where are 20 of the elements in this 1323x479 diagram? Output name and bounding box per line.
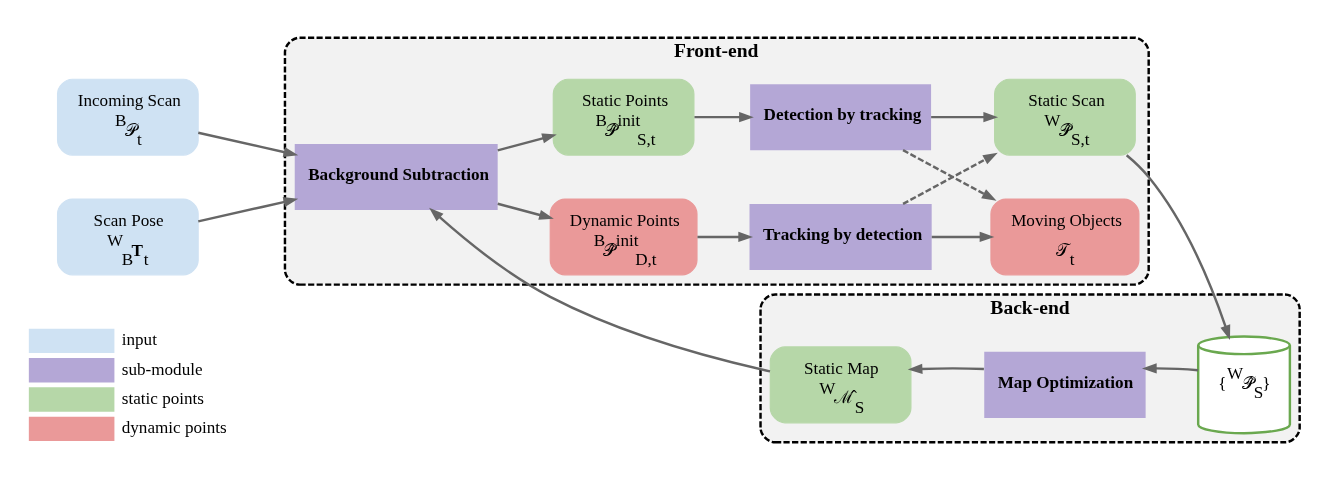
node-box: Map Optimization <box>984 351 1146 418</box>
legend-label: dynamic points <box>121 417 227 437</box>
arrow <box>1125 153 1231 340</box>
arrow <box>694 111 754 122</box>
arrow <box>198 196 299 223</box>
arrow <box>497 202 554 220</box>
node-box: Detection by tracking <box>750 83 932 150</box>
arrow <box>931 231 995 242</box>
arrow <box>1142 362 1199 373</box>
arrow <box>198 131 299 157</box>
node-box: Tracking by detection <box>749 203 932 270</box>
arrow <box>497 132 557 151</box>
legend-label: sub-module <box>121 359 203 379</box>
node-box: Background Subtraction <box>294 143 498 210</box>
arrow <box>697 231 753 242</box>
legend-label: input <box>121 329 157 349</box>
legend-label: static points <box>121 388 204 408</box>
arrow <box>907 363 984 374</box>
arrow <box>429 207 771 373</box>
arrow <box>931 111 999 122</box>
